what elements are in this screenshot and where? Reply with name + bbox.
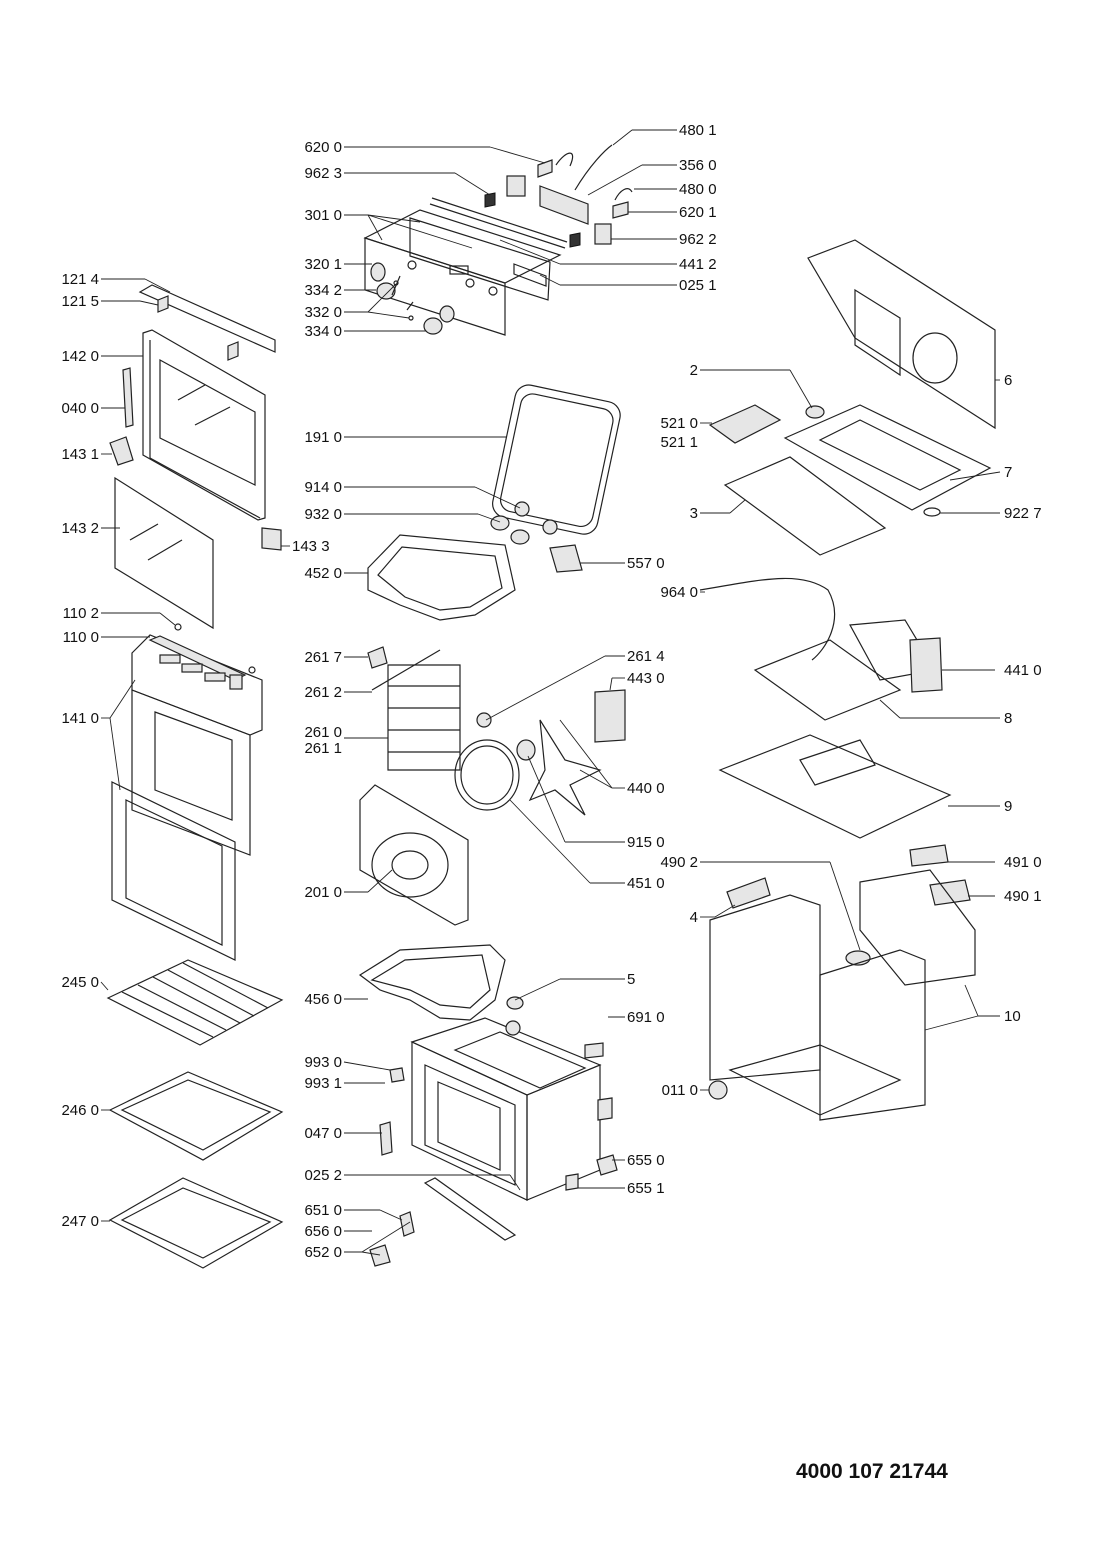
- part-label: 245 0: [61, 974, 99, 991]
- part-label: 261 0: [304, 724, 342, 741]
- part-label: 922 7: [1004, 505, 1042, 522]
- part-label: 261 4: [627, 648, 665, 665]
- part-label: 7: [1004, 464, 1012, 481]
- part-label: 932 0: [304, 506, 342, 523]
- part-label: 993 1: [304, 1075, 342, 1092]
- part-label: 025 2: [304, 1167, 342, 1184]
- part-label: 4: [690, 909, 698, 926]
- part-label: 011 0: [662, 1082, 698, 1099]
- part-label: 521 1: [660, 434, 698, 451]
- part-label: 261 7: [304, 649, 342, 666]
- part-label: 652 0: [304, 1244, 342, 1261]
- part-label: 110 0: [63, 629, 99, 646]
- part-label: 261 2: [304, 684, 342, 701]
- part-label: 480 1: [679, 122, 717, 139]
- document-number: 4000 107 21744: [796, 1460, 948, 1483]
- part-label: 480 0: [679, 181, 717, 198]
- part-label: 8: [1004, 710, 1012, 727]
- part-label: 10: [1004, 1008, 1021, 1025]
- part-label: 121 5: [61, 293, 99, 310]
- part-label: 962 2: [679, 231, 717, 248]
- leader-lines: [100, 129, 1001, 1256]
- part-label: 452 0: [304, 565, 342, 582]
- part-label: 440 0: [627, 780, 665, 797]
- part-label: 490 1: [1004, 888, 1042, 905]
- part-label: 261 1: [304, 740, 342, 757]
- part-label: 143 3: [292, 538, 330, 555]
- part-label: 334 2: [304, 282, 342, 299]
- part-label: 332 0: [304, 304, 342, 321]
- part-label: 691 0: [627, 1009, 665, 1026]
- part-label: 962 3: [304, 165, 342, 182]
- part-label: 620 0: [304, 139, 342, 156]
- part-label: 320 1: [304, 256, 342, 273]
- part-label: 620 1: [679, 204, 717, 221]
- part-label: 521 0: [660, 415, 698, 432]
- part-label: 121 4: [61, 271, 99, 288]
- part-label: 141 0: [61, 710, 99, 727]
- oven-cavity: [369, 1017, 728, 1267]
- housing-parts: [699, 239, 996, 1121]
- oven-internal-parts: [358, 384, 626, 1021]
- part-label: 557 0: [627, 555, 665, 572]
- part-label: 964 0: [660, 584, 698, 601]
- part-label: 915 0: [627, 834, 665, 851]
- part-label: 655 0: [627, 1152, 665, 1169]
- part-label: 651 0: [304, 1202, 342, 1219]
- part-label: 441 0: [1004, 662, 1042, 679]
- part-label: 441 2: [679, 256, 717, 273]
- part-label: 993 0: [304, 1054, 342, 1071]
- part-label: 247 0: [61, 1213, 99, 1230]
- parts-artwork: [106, 144, 996, 1269]
- part-label: 110 2: [63, 605, 99, 622]
- part-label: 040 0: [61, 400, 99, 417]
- part-label: 9: [1004, 798, 1012, 815]
- part-label: 6: [1004, 372, 1012, 389]
- part-label: 246 0: [61, 1102, 99, 1119]
- part-label: 191 0: [304, 429, 342, 446]
- part-label: 356 0: [679, 157, 717, 174]
- lower-door: [111, 634, 263, 961]
- part-label: 5: [627, 971, 635, 988]
- upper-door: [109, 284, 282, 631]
- part-label: 143 2: [61, 520, 99, 537]
- part-label: 3: [690, 505, 698, 522]
- part-label: 143 1: [61, 446, 99, 463]
- part-label: 914 0: [304, 479, 342, 496]
- racks-and-trays: [106, 959, 284, 1269]
- control-panel: [363, 144, 633, 336]
- part-label: 443 0: [627, 670, 665, 687]
- part-label: 491 0: [1004, 854, 1042, 871]
- part-label: 201 0: [304, 884, 342, 901]
- part-label: 142 0: [61, 348, 99, 365]
- part-label: 656 0: [304, 1223, 342, 1240]
- part-label: 2: [690, 362, 698, 379]
- part-label: 047 0: [304, 1125, 342, 1142]
- part-label: 456 0: [304, 991, 342, 1008]
- part-label: 025 1: [679, 277, 717, 294]
- part-label: 334 0: [304, 323, 342, 340]
- part-label: 301 0: [304, 207, 342, 224]
- part-label: 655 1: [627, 1180, 665, 1197]
- part-label: 451 0: [627, 875, 665, 892]
- part-label: 490 2: [660, 854, 698, 871]
